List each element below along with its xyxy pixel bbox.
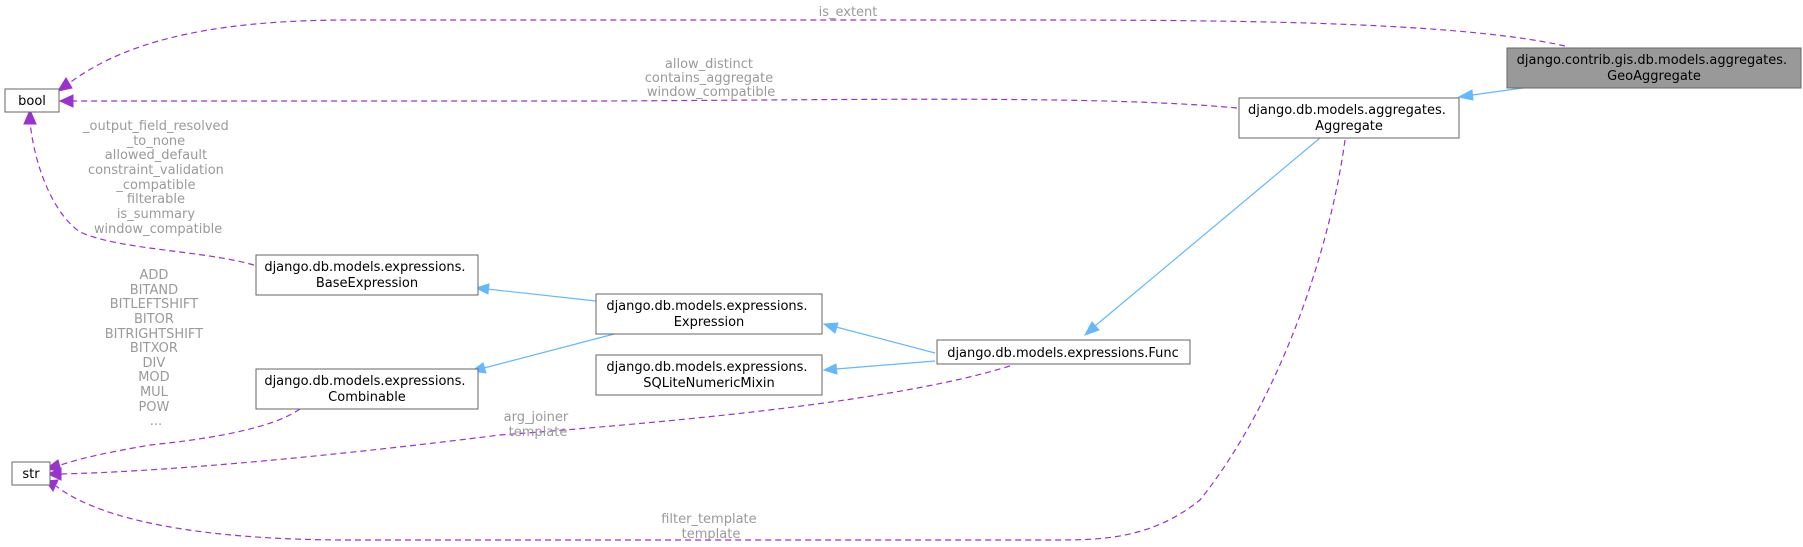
svg-text:django.db.models.expressions.: django.db.models.expressions. Expression	[606, 299, 811, 330]
arrowhead-func	[1083, 321, 1100, 336]
svg-text:django.db.models.expressions.: django.db.models.expressions. Combinable	[264, 374, 469, 405]
edge-func-to-str	[59, 365, 1011, 475]
arrowhead-aggregate	[1457, 89, 1474, 101]
svg-text:django.db.models.aggregates.: django.db.models.aggregates. Aggregate	[1248, 103, 1450, 134]
svg-text:django.contrib.gis.db.models.a: django.contrib.gis.db.models.aggregates.…	[1517, 53, 1792, 84]
edge-aggregate-to-bool	[72, 98, 1238, 109]
svg-text:bool: bool	[18, 94, 46, 109]
arrowhead-sqlitenumeric	[822, 363, 838, 375]
label-func-to-str: arg_joiner template	[504, 410, 573, 440]
svg-text:django.db.models.expressions.: django.db.models.expressions. SQLiteNume…	[606, 360, 811, 391]
arrowhead-bool-bottom	[23, 108, 37, 125]
svg-text:django.db.models.expressions.F: django.db.models.expressions.Func	[947, 346, 1179, 361]
edge-baseexpression-to-bool	[29, 121, 255, 266]
edge-expression-to-baseexpression	[486, 288, 597, 302]
arrowhead-str-2	[46, 467, 62, 481]
label-combinable-to-str: ADD BITAND BITLEFTSHIFT BITOR BITRIGHTSH…	[105, 268, 208, 429]
node-str[interactable]: str	[11, 461, 51, 486]
nodes: django.contrib.gis.db.models.aggregates.…	[4, 47, 1802, 486]
edge-geoaggregate-to-aggregate	[1471, 87, 1524, 96]
node-expression[interactable]: django.db.models.expressions. Expression	[595, 293, 823, 335]
node-bool[interactable]: bool	[4, 88, 60, 113]
edge-geoaggregate-to-bool	[67, 19, 1566, 85]
node-combinable[interactable]: django.db.models.expressions. Combinable	[255, 368, 479, 410]
arrowhead-baseexpression	[474, 283, 490, 295]
edge-expression-to-combinable	[483, 332, 619, 369]
label-geo-to-bool: is_extent	[819, 5, 878, 20]
label-baseexpression-to-bool: _output_field_resolved _to_none allowed_…	[82, 119, 233, 237]
svg-text:str: str	[22, 467, 40, 482]
arrowhead-expression	[822, 322, 839, 334]
edge-func-to-sqlitenumeric	[835, 360, 936, 370]
node-aggregate[interactable]: django.db.models.aggregates. Aggregate	[1238, 97, 1460, 139]
arrowhead-bool-mid	[58, 94, 74, 108]
node-geoaggregate[interactable]: django.contrib.gis.db.models.aggregates.…	[1506, 47, 1802, 89]
edges	[23, 19, 1566, 541]
node-sqlitenumericmixin[interactable]: django.db.models.expressions. SQLiteNume…	[595, 354, 823, 396]
svg-text:django.db.models.expressions.: django.db.models.expressions. BaseExpres…	[264, 260, 469, 291]
arrowhead-bool-top	[56, 77, 73, 92]
label-aggregate-to-bool: allow_distinct contains_aggregate window…	[645, 57, 778, 100]
edge-aggregate-to-func	[1094, 137, 1321, 327]
edge-labels: is_extent allow_distinct contains_aggreg…	[82, 5, 877, 542]
edge-func-to-expression	[835, 326, 936, 354]
node-func[interactable]: django.db.models.expressions.Func	[936, 339, 1191, 365]
label-aggregate-to-str: filter_template template	[661, 512, 761, 542]
node-baseexpression[interactable]: django.db.models.expressions. BaseExpres…	[255, 254, 479, 296]
edge-combinable-to-str	[57, 408, 301, 467]
